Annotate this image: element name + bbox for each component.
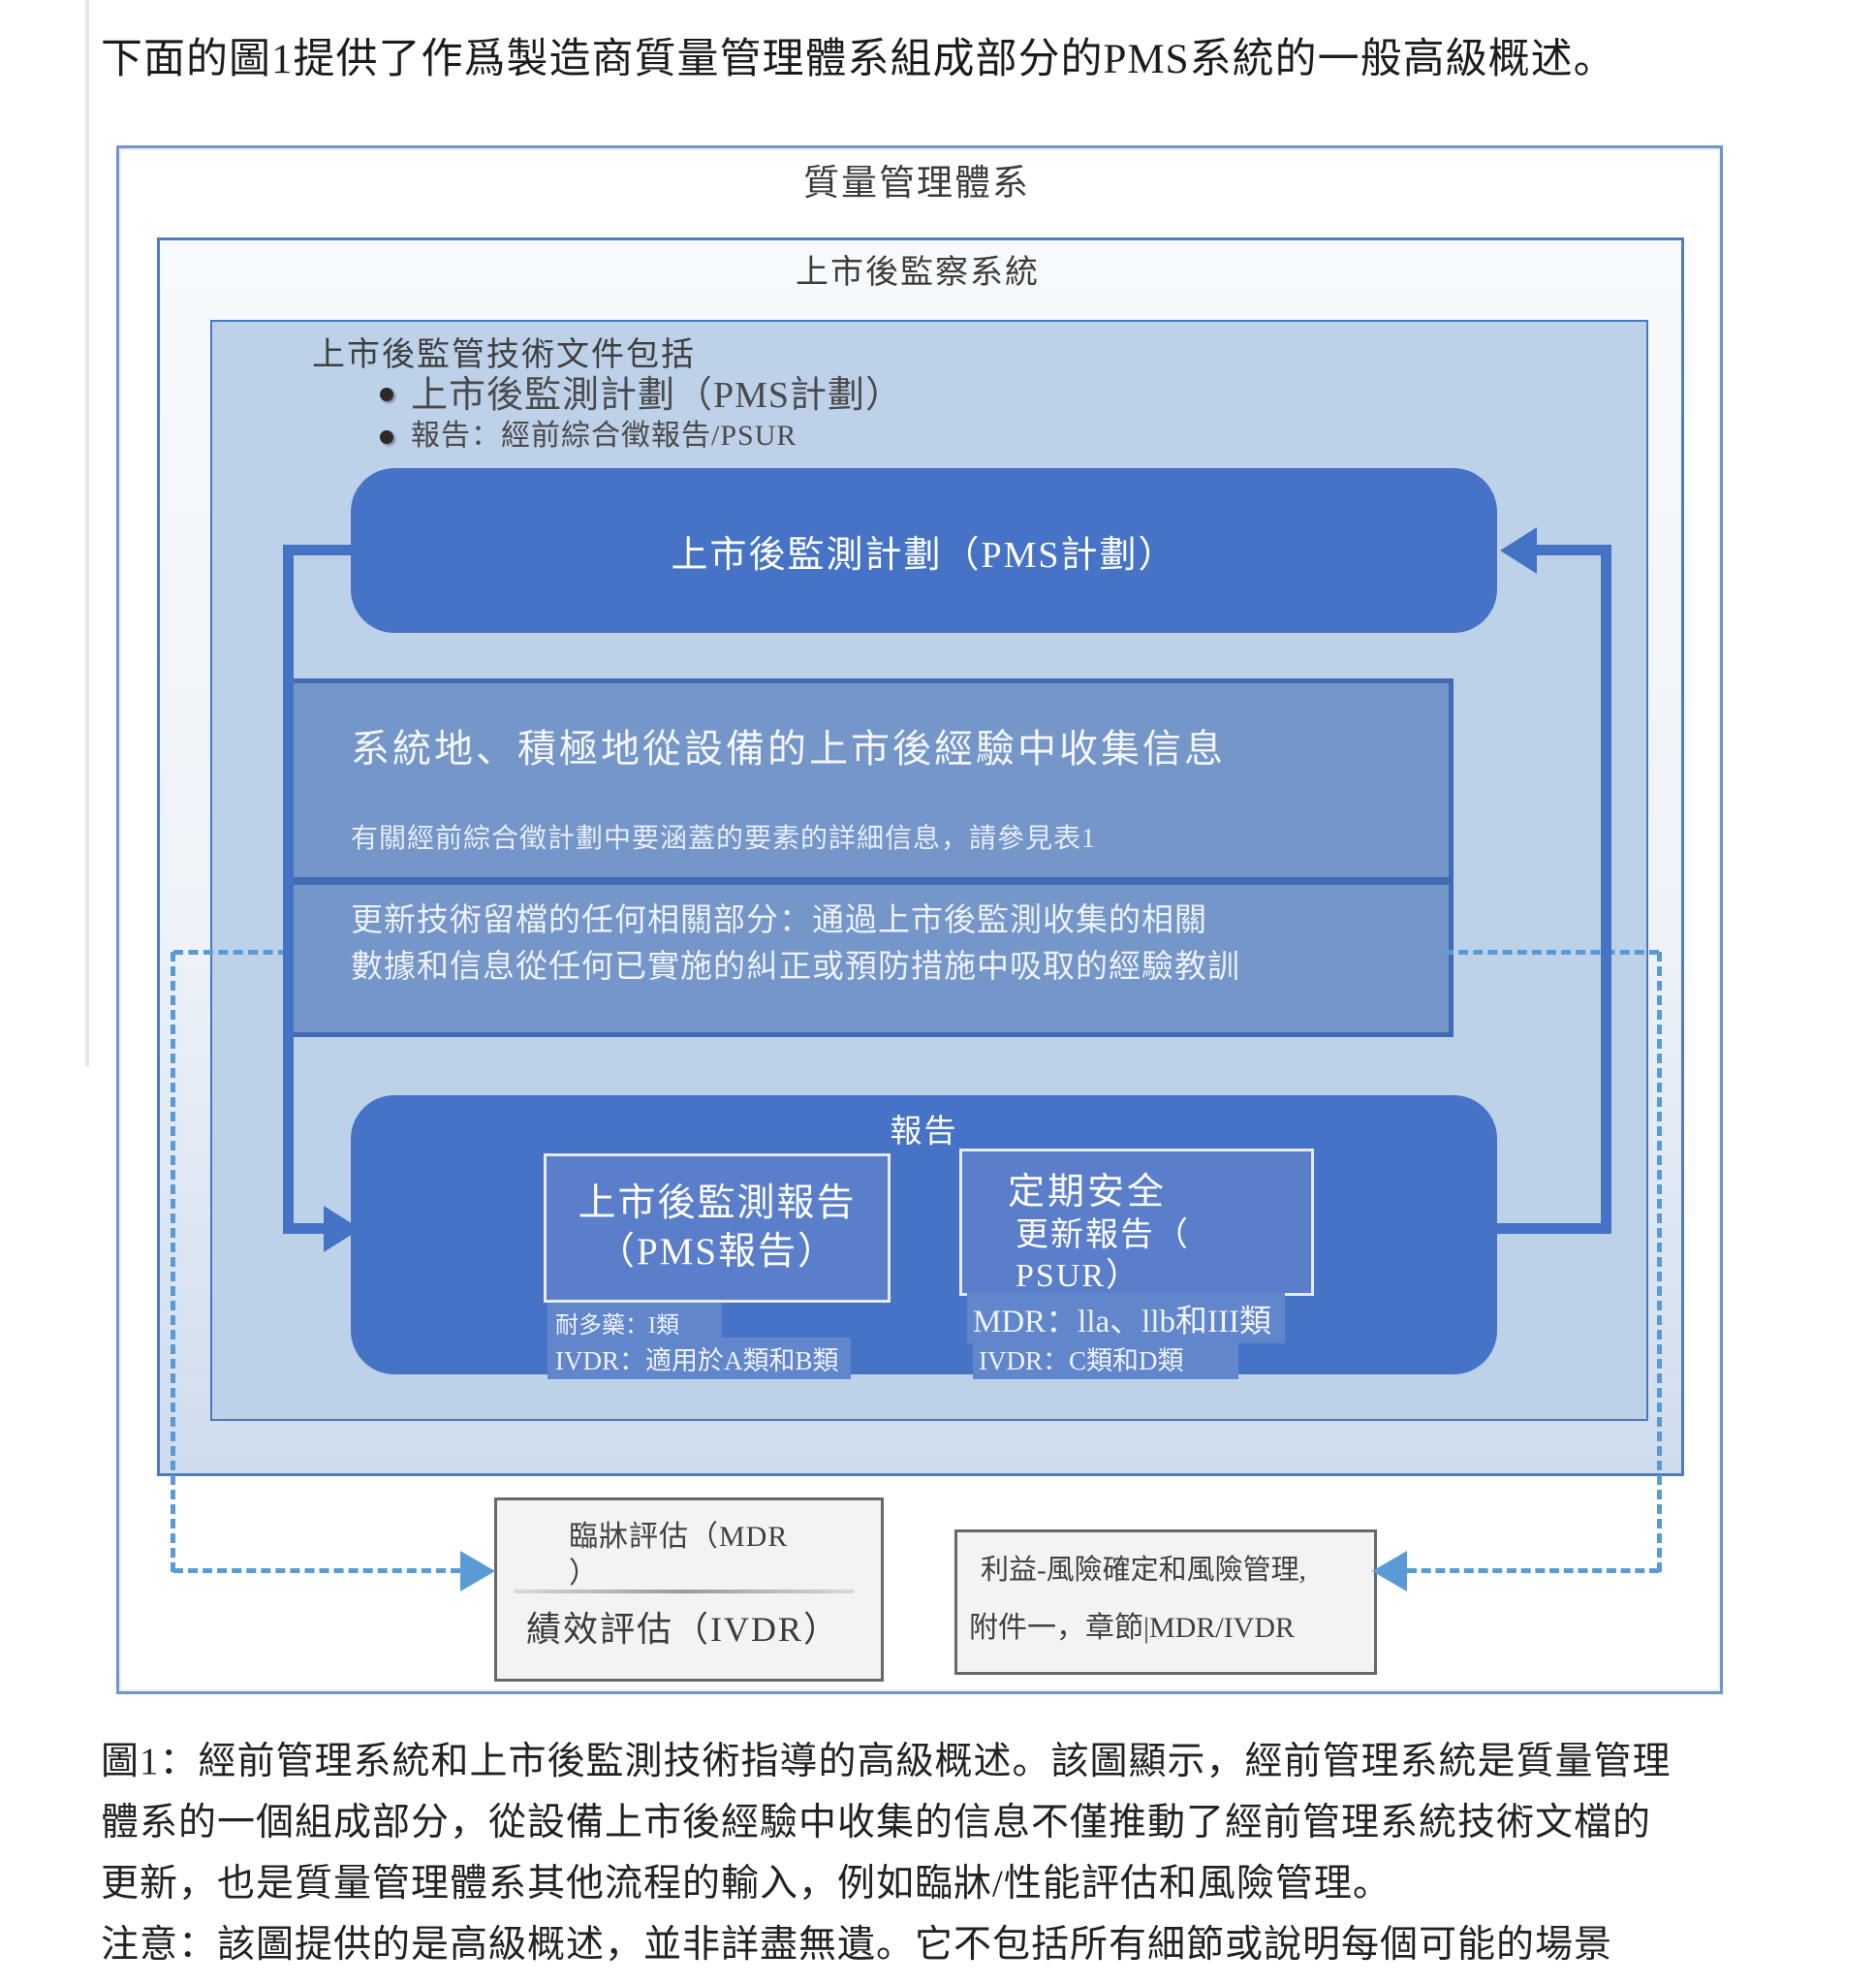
update-techdoc-line1: 更新技術留檔的任何相關部分：通過上市後監測收集的相關 (351, 903, 1207, 938)
caption-line2: 體系的一個組成部分，從設備上市後經驗中收集的信息不僅推動了經前管理系統技術文檔的 (101, 1802, 1652, 1843)
dashed-connector (1444, 950, 1659, 955)
pms-plan-label: 上市後監測計劃（PMS計劃） (671, 534, 1177, 576)
right-flow-arrow-line (1601, 545, 1611, 1234)
tech-doc-bullet-1: 上市後監測計劃（PMS計劃） (411, 375, 904, 416)
psur-report-line3: PSUR） (1016, 1258, 1141, 1294)
psur-report-note-ivdr: IVDR：C類和D類 (973, 1338, 1238, 1379)
dashed-connector (1657, 952, 1662, 1572)
clinical-eval-line1: 臨牀評估（MDR (569, 1521, 789, 1553)
dashed-connector (173, 950, 288, 955)
left-flow-arrow-stub (283, 545, 355, 555)
pms-report-note-ivdr: IVDR：適用於A類和B類 (547, 1338, 851, 1379)
caption-line3: 更新，也是質量管理體系其他流程的輸入，例如臨牀/性能評估和風險管理。 (101, 1863, 1391, 1905)
arrowhead-left-icon (1500, 527, 1537, 574)
right-flow-arrow-line (1535, 545, 1611, 555)
psur-report-line1: 定期安全 (1008, 1172, 1168, 1213)
dashed-arrowhead-left-icon (1372, 1551, 1407, 1591)
performance-eval-line: 績效評估（IVDR） (526, 1610, 840, 1649)
psur-report-subnode (959, 1149, 1314, 1296)
collect-info-node (288, 678, 1454, 882)
right-flow-arrow-line (1497, 1223, 1611, 1234)
reports-label: 報告 (890, 1115, 958, 1150)
benefit-risk-line1: 利益-風險確定和風險管理, (981, 1555, 1306, 1586)
dashed-arrowhead-right-icon (460, 1551, 495, 1591)
left-flow-arrow-line (283, 1223, 328, 1234)
qms-label: 質量管理體系 (803, 164, 1030, 204)
pms-report-note-mdd: 耐多藥：I類 (547, 1303, 722, 1342)
collect-info-title: 系統地、積極地從設備的上市後經驗中收集信息 (351, 727, 1226, 771)
tech-doc-bullet-2: 報告：經前綜合徵報告/PSUR (411, 420, 797, 452)
dashed-connector (171, 952, 175, 1572)
collect-info-subtitle: 有關經前綜合徵計劃中要涵蓋的要素的詳細信息，請參見表1 (351, 824, 1097, 854)
pms-report-subnode: 上市後監測報告 （PMS報告） (544, 1153, 891, 1303)
caption-line4: 注意：該圖提供的是高級概述，並非詳盡無遺。它不包括所有細節或說明每個可能的場景 (101, 1924, 1613, 1966)
benefit-risk-line2: 附件一，章節|MDR/IVDR (969, 1612, 1296, 1644)
bullet-icon (380, 388, 393, 401)
pms-report-line1: 上市後監測報告 (578, 1182, 857, 1224)
psur-report-line2: 更新報告（ (1016, 1217, 1190, 1253)
caption-line1: 圖1：經前管理系統和上市後監測技術指導的高級概述。該圖顯示，經前管理系統是質量管… (101, 1741, 1672, 1782)
bullet-icon (380, 430, 393, 444)
intro-text: 下面的圖1提供了作爲製造商質量管理體系組成部分的PMS系統的一般高級概述。 (101, 37, 1616, 82)
clinical-eval-line2: ） (569, 1558, 598, 1590)
scan-divider-artifact (514, 1590, 855, 1593)
pms-plan-node: 上市後監測計劃（PMS計劃） (351, 468, 1497, 633)
benefit-risk-box (954, 1529, 1377, 1675)
update-techdoc-text: 更新技術留檔的任何相關部分：通過上市後監測收集的相關 數據和信息從任何已實施的糾… (351, 898, 1240, 991)
left-flow-arrow-line (283, 545, 294, 1234)
dashed-connector (1407, 1568, 1659, 1573)
figure-caption: 圖1：經前管理系統和上市後監測技術指導的高級概述。該圖顯示，經前管理系統是質量管… (101, 1731, 1767, 1975)
dashed-connector (173, 1568, 460, 1573)
update-techdoc-line2: 數據和信息從任何已實施的糾正或預防措施中吸取的經驗教訓 (351, 950, 1240, 985)
pms-report-line2: （PMS報告） (596, 1231, 838, 1273)
scan-edge-artifact (85, 0, 89, 1066)
tech-doc-heading: 上市後監管技術文件包括 (312, 337, 696, 373)
arrowhead-right-icon (324, 1206, 360, 1252)
psur-report-note-mdr: MDR：lla、llb和III類 (967, 1293, 1285, 1343)
pms-system-label: 上市後監察系統 (796, 255, 1040, 291)
